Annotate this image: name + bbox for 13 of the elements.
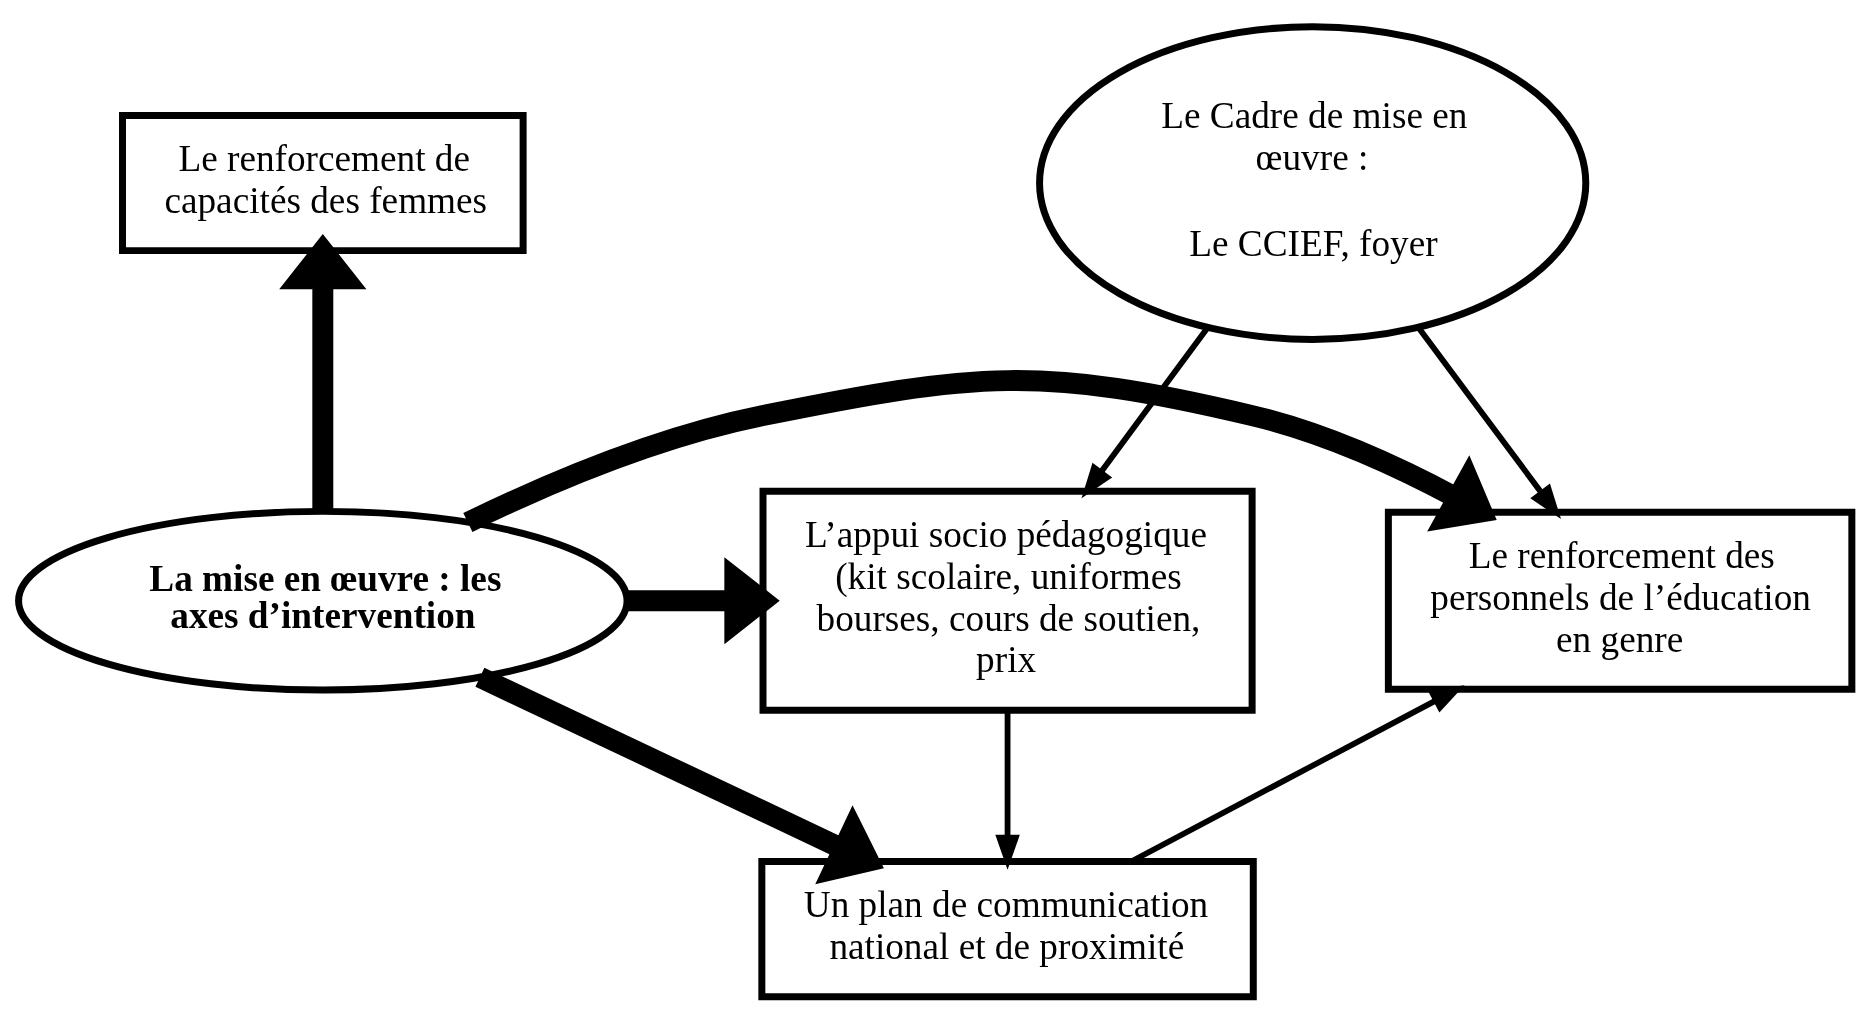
arrow [463,369,1497,532]
node-box: Le renforcement de capacités des femmes [119,111,527,254]
arrow [1081,326,1210,498]
arrow [1417,326,1561,519]
arrow [475,667,884,884]
node-box: L’appui socio pédagogique (kit scolaire, uniformes bourses, cours de soutien, prix [759,487,1256,714]
node-ellipse: La mise en œuvre : les axes d’intervention [15,507,631,694]
node-box: Un plan de communication national et de proximité [758,857,1257,1000]
node-box: Le renforcement des personnels de l’éducation en genre [1384,508,1856,693]
node-ellipse: Le Cadre de mise en œuvre : Le CCIEF, foyer [1036,22,1590,343]
arrow [995,710,1020,870]
arrow [279,233,367,512]
arrow [627,556,780,644]
